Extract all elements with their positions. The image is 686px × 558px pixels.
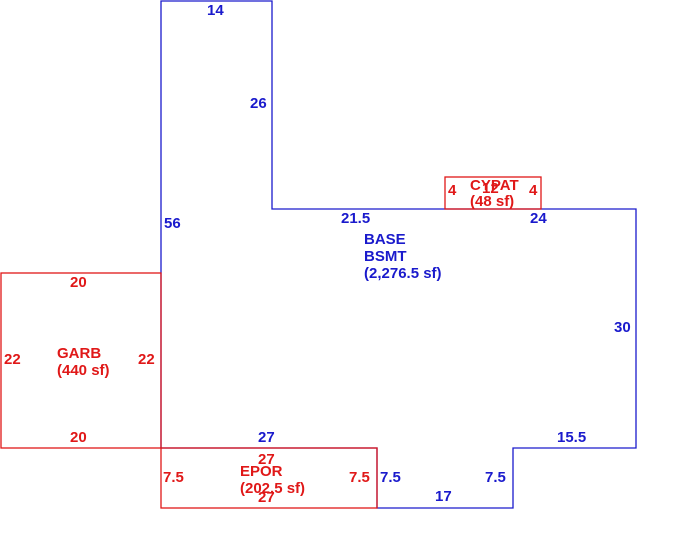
porch-dim-left: 7.5 — [163, 469, 184, 486]
garage-dim-right: 22 — [138, 351, 155, 368]
porch-code-label: EPOR — [240, 463, 283, 480]
porch-dim-right: 7.5 — [349, 469, 370, 486]
patio-outline — [444, 176, 542, 210]
base-dim-notch-right: 7.5 — [485, 469, 506, 486]
garage-outline — [0, 272, 162, 449]
base-dim-right-top: 24 — [530, 210, 547, 227]
base-dim-bottom: 27 — [258, 429, 275, 446]
base-dim-step-top: 21.5 — [341, 210, 370, 227]
base-code-label: BASE — [364, 231, 406, 248]
porch-outline — [160, 447, 378, 509]
base-dim-upper-right: 26 — [250, 95, 267, 112]
garage-dim-top: 20 — [70, 274, 87, 291]
porch-dim-top: 27 — [258, 451, 275, 468]
base-area-label: (2,276.5 sf) — [364, 265, 442, 282]
base-dim-top: 14 — [207, 2, 224, 19]
patio-dim-top: 12 — [482, 180, 499, 197]
porch-area-label: (202.5 sf) — [240, 480, 305, 497]
patio-area-label: (48 sf) — [470, 193, 514, 210]
base-dim-notch-left: 7.5 — [380, 469, 401, 486]
porch-dim-bottom: 27 — [258, 489, 275, 506]
garage-dim-bottom: 20 — [70, 429, 87, 446]
patio-dim-left: 4 — [448, 182, 457, 199]
base-dim-notch-bottom: 17 — [435, 488, 452, 505]
garage-area-label: (440 sf) — [57, 362, 110, 379]
patio-dim-right: 4 — [529, 182, 538, 199]
garage-dim-left: 22 — [4, 351, 21, 368]
base-dim-right-bottom: 15.5 — [557, 429, 586, 446]
base-dim-left: 56 — [164, 215, 181, 232]
base-subcode-label: BSMT — [364, 248, 407, 265]
patio-code-label: CYPAT — [470, 177, 519, 194]
garage-code-label: GARB — [57, 345, 101, 362]
base-dim-right: 30 — [614, 319, 631, 336]
